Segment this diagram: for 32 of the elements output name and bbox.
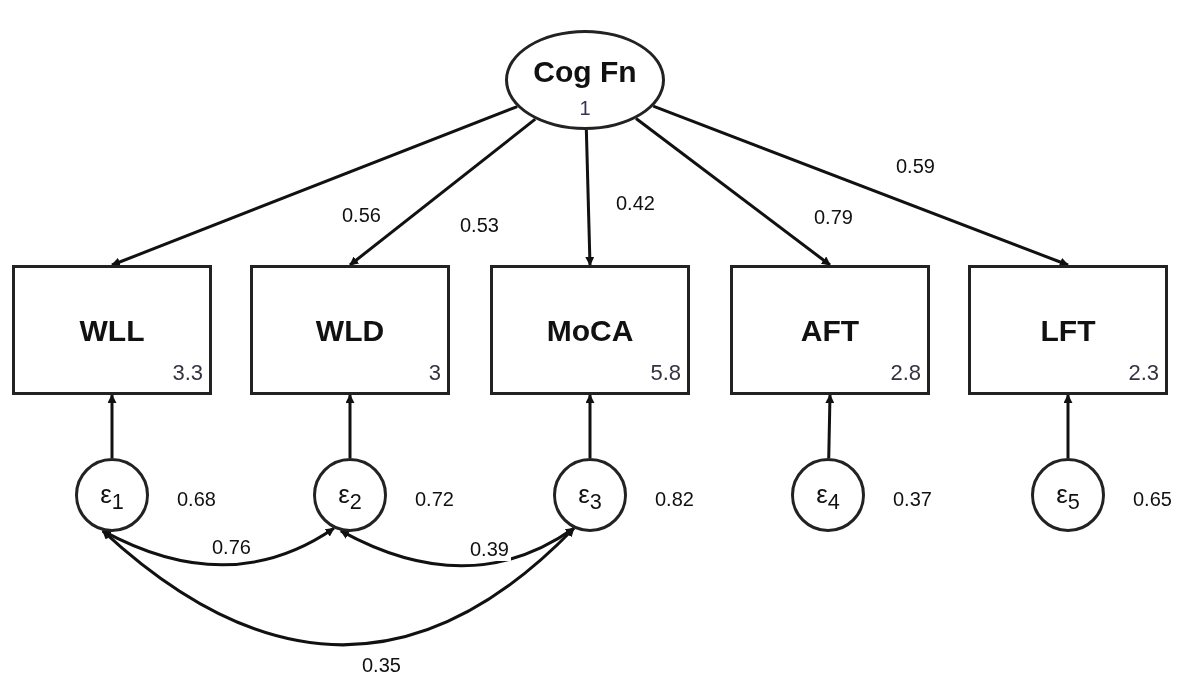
path-arrow (349, 118, 537, 267)
path-arrow (345, 394, 355, 458)
error-label: ε$_{2}$ (337, 479, 363, 516)
path-arrow (1063, 394, 1073, 458)
observed-variable-box (12, 265, 212, 395)
path-arrow (635, 117, 831, 267)
error-label: ε$_{3}$ (577, 479, 603, 516)
covariance-arrow (340, 527, 575, 568)
variable-name: WLD (314, 314, 386, 348)
variable-name: WLL (78, 314, 146, 348)
covariance-arrow (101, 527, 575, 647)
path-arrow (585, 394, 595, 458)
error-label: ε$_{4}$ (815, 479, 841, 516)
observed-variable-box (250, 265, 450, 395)
error-label: ε$_{5}$ (1055, 479, 1081, 516)
variable-name: AFT (799, 314, 861, 348)
variable-name: MoCA (545, 314, 635, 348)
path-arrow (825, 394, 835, 459)
path-arrow (584, 129, 595, 266)
intercept-value: 3 (428, 360, 441, 386)
intercept-value: 2.8 (890, 360, 921, 386)
intercept-value: 2.3 (1128, 360, 1159, 386)
variance-value: 1 (578, 97, 592, 120)
observed-variable-box (730, 265, 930, 395)
path-arrow (107, 394, 117, 458)
variable-name: LFT (1039, 314, 1097, 348)
observed-variable-box (490, 265, 690, 395)
observed-variable-box (968, 265, 1168, 395)
variable-name: Cog Fn (532, 55, 638, 89)
error-label: ε$_{1}$ (99, 479, 125, 516)
intercept-value: 3.3 (172, 360, 203, 386)
intercept-value: 5.8 (650, 360, 681, 386)
